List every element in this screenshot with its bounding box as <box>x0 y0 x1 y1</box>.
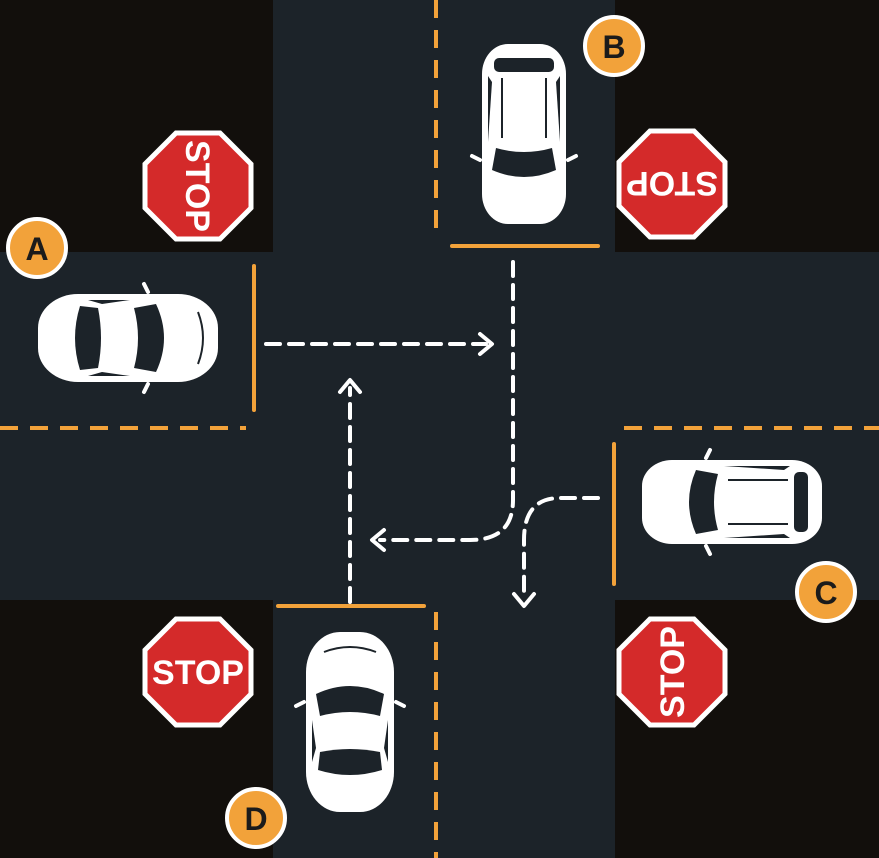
arrowhead-c <box>512 592 536 608</box>
svg-text:D: D <box>244 801 267 837</box>
movement-arrows <box>264 260 600 604</box>
arrowhead-a <box>478 332 494 356</box>
arrowhead-d <box>338 378 362 394</box>
stop-sign-ne: STOP <box>619 131 725 237</box>
car-a <box>36 282 220 394</box>
arrowhead-b <box>370 528 386 552</box>
arrowheads <box>338 332 536 608</box>
label-c: C <box>795 561 857 623</box>
svg-text:STOP: STOP <box>654 626 692 718</box>
car-c <box>640 448 824 556</box>
stop-sign-nw: STOP <box>145 133 251 239</box>
stop-lines <box>252 244 616 608</box>
stop-sign-se: STOP <box>619 619 725 725</box>
car-d <box>294 630 406 814</box>
stop-sign-sw: STOP <box>145 619 251 725</box>
arrow-c-left-turn <box>522 496 600 600</box>
svg-text:C: C <box>814 575 837 611</box>
svg-text:STOP: STOP <box>178 140 216 232</box>
svg-text:A: A <box>25 231 48 267</box>
car-b <box>470 42 578 226</box>
svg-text:STOP: STOP <box>626 164 718 202</box>
svg-text:STOP: STOP <box>152 654 244 692</box>
label-d: D <box>225 787 287 849</box>
arrow-b-right-turn <box>378 260 515 542</box>
svg-text:B: B <box>602 29 625 65</box>
label-b: B <box>583 15 645 77</box>
label-a: A <box>6 217 68 279</box>
